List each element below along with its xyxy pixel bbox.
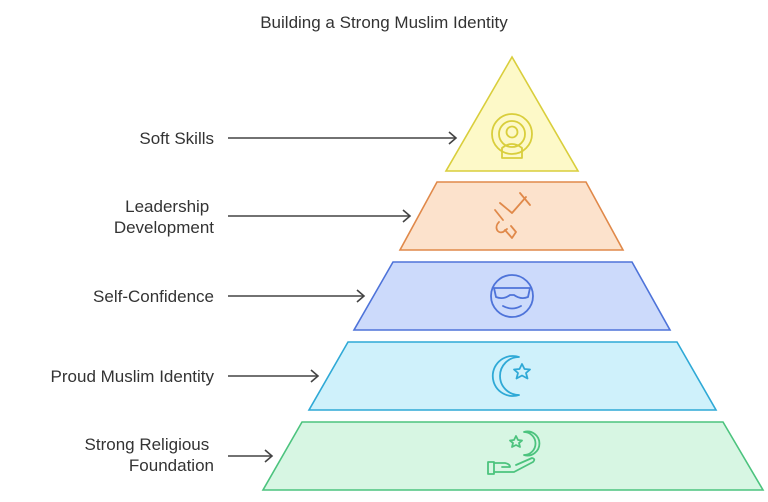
layer-shape (261, 421, 765, 491)
layer-strong-religious-foundation: Strong Religious Foundation (85, 421, 765, 491)
hand-crescent-icon (487, 430, 541, 475)
layer-leadership-development: Leadership Development (114, 181, 625, 251)
layer-proud-muslim-identity: Proud Muslim Identity (51, 341, 718, 411)
arrow (228, 131, 458, 145)
layer-label: Soft Skills (139, 129, 214, 148)
layer-shape (352, 261, 672, 331)
layer-label: Proud Muslim Identity (51, 367, 215, 386)
arrow (228, 289, 366, 303)
arrow (228, 449, 274, 463)
layer-label: Self-Confidence (93, 287, 214, 306)
podcast-icon (491, 113, 533, 159)
layer-label: Foundation (129, 456, 214, 475)
arrow (228, 369, 320, 383)
layer-label: Strong Religious (85, 435, 210, 454)
diagram-title: Building a Strong Muslim Identity (260, 13, 508, 32)
layer-soft-skills: Soft Skills (139, 55, 580, 172)
crescent-star-icon (491, 355, 531, 397)
megaphone-icon (494, 192, 531, 239)
svg-text:Strong Religious Foundat: Strong Religious Foundation (85, 435, 214, 475)
layer-shape (398, 181, 625, 251)
svg-text:Soft Skills: Soft Skills (139, 129, 214, 148)
svg-text:Self-Confidence: Self-Confidence (93, 287, 214, 306)
layer-label: Leadership (125, 197, 209, 216)
svg-text:Leadership Development: Leadership Development (114, 197, 214, 237)
layer-label: Development (114, 218, 214, 237)
cool-face-icon (490, 274, 534, 318)
svg-text:Proud Muslim Identity: Proud Muslim Identity (51, 367, 215, 386)
layer-self-confidence: Self-Confidence (93, 261, 672, 331)
layer-shape (307, 341, 718, 411)
arrow (228, 209, 412, 223)
